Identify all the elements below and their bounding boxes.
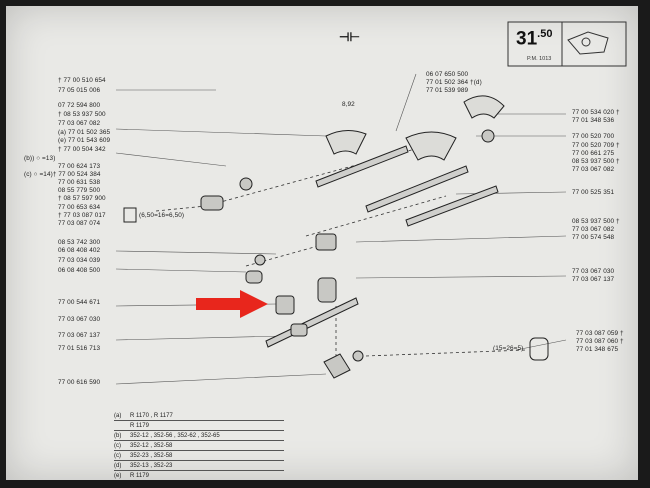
legend-key: (c): [114, 452, 121, 459]
left-part-number: 08 55 779 500: [58, 187, 101, 194]
left-part-number: 77 03 034 039: [58, 257, 101, 264]
left-part-number: (c) ○ =14)† 77 00 524 384: [24, 171, 101, 178]
legend-row: (b) 352-12 , 352-56 , 352-62 , 352-65: [114, 430, 284, 440]
legend-row: (c) 352-12 , 352-58: [114, 440, 284, 450]
right-part-number: 77 00 525 351: [572, 189, 615, 196]
left-part-number: † 77 00 504 342: [58, 146, 106, 153]
legend-text: 352-23 , 352-58: [130, 452, 173, 459]
parts-catalog-page: ⊣⊢ 31.50 P.M. 1013: [6, 6, 638, 480]
right-part-number: 77 03 087 060 †: [576, 338, 624, 345]
legend-key: (e): [114, 472, 122, 479]
left-part-number: 06 08 408 402: [58, 247, 101, 254]
dimension-note-right: (15=26=5): [493, 345, 524, 352]
right-part-number: 77 00 520 709 †: [572, 142, 620, 149]
right-part-number: 77 01 348 675: [576, 346, 619, 353]
page-number: 31.50: [516, 28, 553, 50]
legend-key: (d): [114, 462, 122, 469]
legend-row: (a) R 1170 , R 1177: [114, 411, 284, 420]
left-part-number: 77 03 067 137: [58, 332, 101, 339]
right-part-number: 77 03 067 082: [572, 166, 615, 173]
variant-legend: (a) R 1170 , R 1177 R 1179 (b) 352-12 , 352-…: [114, 411, 284, 480]
dimension-note-top: 8,92: [342, 101, 355, 108]
right-part-number: 08 53 937 500 †: [572, 218, 620, 225]
right-part-number: 77 03 067 030: [572, 268, 615, 275]
right-part-number: 77 01 348 536: [572, 117, 615, 124]
left-part-number: 77 00 616 590: [58, 379, 101, 386]
page-reference: P.M. 1013: [527, 56, 552, 62]
left-part-number: (a) 77 01 502 365: [58, 129, 111, 136]
dimension-note-left: (6,50=16=6,50): [139, 212, 185, 219]
right-part-number: 77 01 502 364 †(d): [426, 79, 482, 86]
left-part-number: 77 00 653 634: [58, 204, 101, 211]
left-part-number: 77 01 516 713: [58, 345, 101, 352]
legend-text: 352-13 , 352-23: [130, 462, 173, 469]
legend-row: (e) R 1179: [114, 470, 284, 480]
left-part-number: † 08 53 937 500: [58, 111, 106, 118]
highlight-arrow-icon: [196, 290, 268, 318]
left-part-number: 77 00 624 173: [58, 163, 101, 170]
legend-text: R 1179: [130, 472, 149, 479]
left-part-number: 77 00 631 538: [58, 179, 101, 186]
right-part-number: 77 00 574 548: [572, 234, 615, 241]
left-part-number: 08 53 742 300: [58, 239, 101, 246]
legend-key: (b): [114, 432, 122, 439]
left-part-number: 06 08 408 500: [58, 267, 101, 274]
legend-row: (d) 352-13 , 352-23: [114, 460, 284, 470]
left-part-number: 77 03 087 074: [58, 220, 101, 227]
left-part-number: † 77 03 087 017: [58, 212, 106, 219]
legend-text: R 1179: [130, 422, 149, 429]
right-part-number: 77 00 661 275: [572, 150, 615, 157]
legend-text: 352-12 , 352-58: [130, 442, 173, 449]
right-part-number: 77 03 067 082: [572, 226, 615, 233]
right-part-number: 08 53 937 500 †: [572, 158, 620, 165]
right-part-number: 77 00 534 020 †: [572, 109, 620, 116]
right-part-number: 77 00 520 700: [572, 133, 615, 140]
left-part-number: 77 05 015 006: [58, 87, 101, 94]
legend-text: R 1170 , R 1177: [130, 412, 173, 419]
legend-row: R 1179: [114, 420, 284, 430]
left-part-number: 77 03 067 030: [58, 316, 101, 323]
left-part-number: † 08 57 597 900: [58, 195, 106, 202]
right-part-number: 77 03 087 059 †: [576, 330, 624, 337]
page-top-mark: ⊣⊢: [339, 30, 360, 44]
right-part-number: 06 07 650 500: [426, 71, 469, 78]
legend-text: 352-12 , 352-56 , 352-62 , 352-65: [130, 432, 220, 439]
left-part-number: † 77 00 510 654: [58, 77, 106, 84]
left-part-number: 77 03 067 082: [58, 120, 101, 127]
legend-key: (a): [114, 412, 122, 419]
right-part-number: 77 01 539 989: [426, 87, 469, 94]
left-part-number: (e) 77 01 543 609: [58, 137, 111, 144]
exploded-parts-diagram: [115, 21, 627, 385]
legend-row: (c) 352-23 , 352-58: [114, 450, 284, 460]
gearbox-thumbnail-icon: [567, 31, 609, 55]
right-part-number: 77 03 067 137: [572, 276, 615, 283]
left-part-number: 77 00 544 671: [58, 299, 101, 306]
left-part-number: (b)) ○ =13): [24, 155, 56, 162]
legend-key: (c): [114, 442, 121, 449]
left-part-number: 07 72 594 800: [58, 102, 101, 109]
